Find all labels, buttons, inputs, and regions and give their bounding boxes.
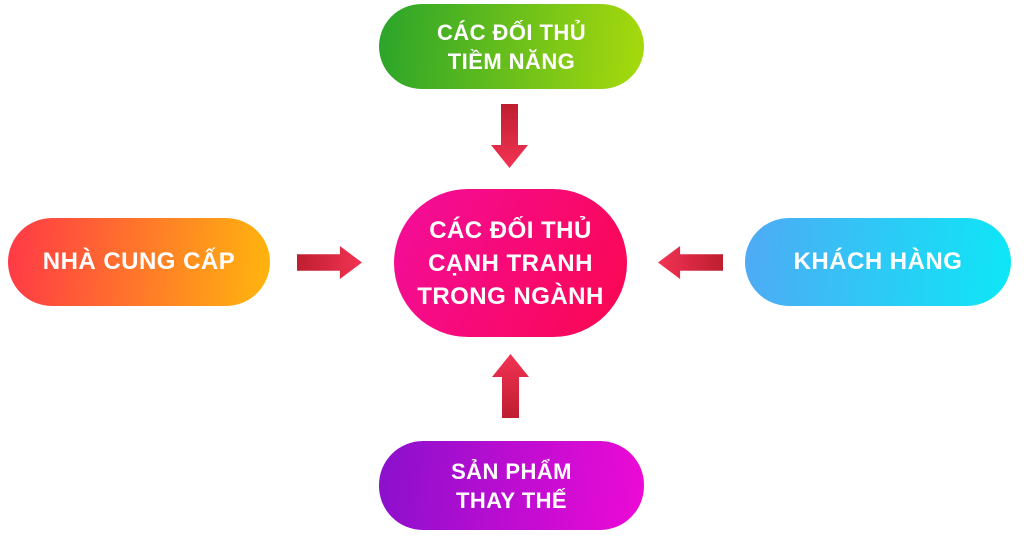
node-potential-competitors: CÁC ĐỐI THỦ TIỀM NĂNG (379, 4, 644, 89)
node-label-line: CẠNH TRANH (428, 249, 593, 277)
arrow-left-icon (658, 246, 723, 279)
arrow-right-icon (297, 246, 362, 279)
node-suppliers: NHÀ CUNG CẤP (8, 218, 270, 306)
node-label-line: TIỀM NĂNG (447, 48, 576, 74)
node-label: CÁC ĐỐI THỦ TIỀM NĂNG (437, 18, 586, 76)
node-label-line: SẢN PHẨM (451, 458, 572, 484)
node-label-line: CÁC ĐỐI THỦ (429, 216, 592, 244)
arrow-up-icon (492, 354, 529, 418)
node-industry-rivals: CÁC ĐỐI THỦ CẠNH TRANH TRONG NGÀNH (394, 189, 627, 337)
node-customers: KHÁCH HÀNG (745, 218, 1011, 306)
node-label: SẢN PHẨM THAY THẾ (451, 457, 572, 515)
node-substitute-products: SẢN PHẨM THAY THẾ (379, 441, 644, 530)
node-label: KHÁCH HÀNG (794, 247, 963, 277)
node-label-line: TRONG NGÀNH (417, 282, 604, 310)
arrow-down-icon (491, 104, 528, 168)
node-label-line: THAY THẾ (455, 487, 568, 513)
node-label: CÁC ĐỐI THỦ CẠNH TRANH TRONG NGÀNH (417, 214, 604, 313)
node-label-line: CÁC ĐỐI THỦ (436, 19, 587, 45)
node-label: NHÀ CUNG CẤP (43, 247, 235, 277)
node-label-line: NHÀ CUNG CẤP (42, 248, 236, 275)
node-label-line: KHÁCH HÀNG (793, 248, 963, 275)
